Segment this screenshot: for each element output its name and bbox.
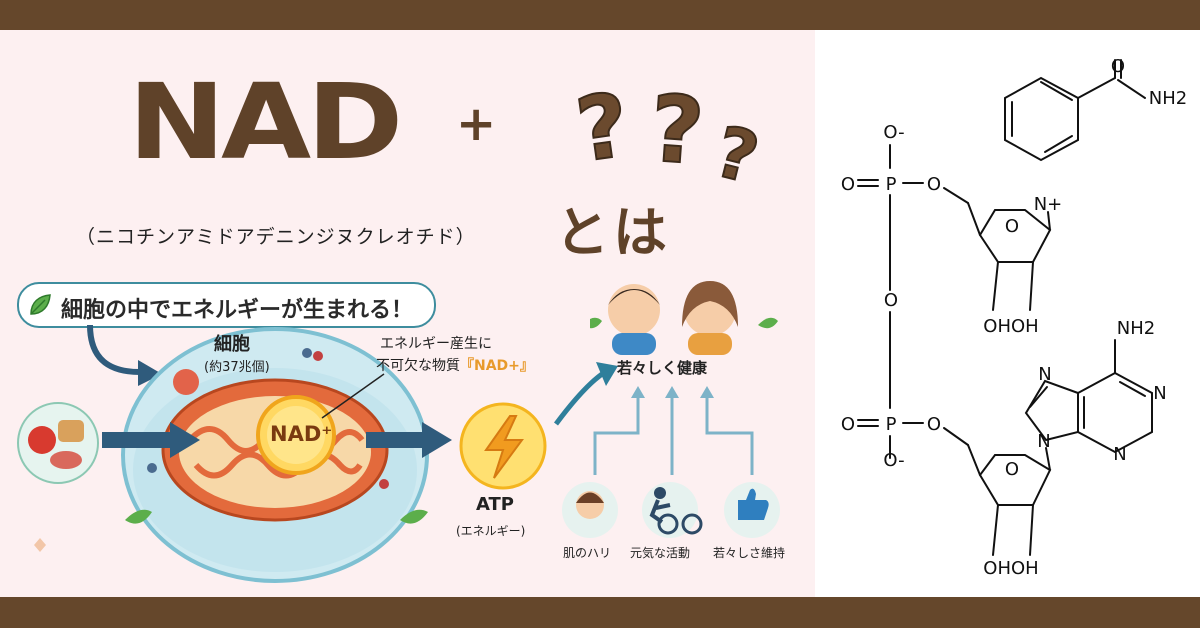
atom-nh2-amide: NH2 <box>1149 88 1187 109</box>
cell-illustration <box>17 324 780 583</box>
title-toha: とは <box>555 201 671 264</box>
atom-n1: N <box>1153 383 1166 404</box>
atom-n3: N <box>1113 444 1126 465</box>
atp-sub: (エネルギー) <box>456 524 526 538</box>
subtitle: （ニコチンアミドアデニンジヌクレオチド） <box>76 226 476 248</box>
annotation-line2: 不可欠な物質『NAD+』 <box>376 358 534 374</box>
people-illustration <box>590 281 778 355</box>
benefit-youth: 若々しさ維持 <box>713 546 786 560</box>
atom-o-lower-ester: O <box>927 414 941 435</box>
atom-o-amide: O <box>1111 56 1125 77</box>
atom-p-lower: P <box>886 414 897 435</box>
svg-text:?: ? <box>707 110 766 199</box>
atom-o-ribose-upper: O <box>1005 216 1019 237</box>
atom-ohoh-upper: OHOH <box>983 316 1038 337</box>
benefit-active: 元気な活動 <box>630 546 691 560</box>
atom-n-plus: N+ <box>1034 194 1063 215</box>
atp-label: ATP <box>476 494 515 515</box>
svg-text:?: ? <box>570 82 635 182</box>
atom-nh2-adenine: NH2 <box>1117 318 1155 339</box>
atom-o-minus-upper: O- <box>883 122 904 143</box>
atom-n7: N <box>1038 364 1051 385</box>
leaf-icon <box>30 294 51 315</box>
atom-o-minus-lower: O- <box>883 450 904 471</box>
question-marks-icon: ? ? ? <box>570 82 767 201</box>
atom-p-upper: P <box>886 174 897 195</box>
atom-o-upper-double: O <box>841 174 855 195</box>
atom-o-upper-ester: O <box>927 174 941 195</box>
svg-text:?: ? <box>646 82 707 186</box>
atom-o-lower-double: O <box>841 414 855 435</box>
atom-o-bridge: O <box>884 290 898 311</box>
callout-text: 細胞の中でエネルギーが生まれる！ <box>61 298 414 323</box>
cell-count: (約37兆個) <box>204 360 270 375</box>
annotation-leader-line <box>321 373 385 419</box>
result-label: 若々しく健康 <box>617 359 708 377</box>
nad-structure-diagram: O- O P O O O P O O- O O N+ O NH2 OHOH OH… <box>841 56 1187 579</box>
nad-core-label: NAD⁺ <box>270 422 333 446</box>
callout-pill: 細胞の中でエネルギーが生まれる！ <box>17 282 436 328</box>
atom-ohoh-lower: OHOH <box>983 558 1038 579</box>
top-band <box>0 0 1200 30</box>
atom-o-ribose-lower: O <box>1005 459 1019 480</box>
cell-label: 細胞 <box>214 334 250 355</box>
bottom-band <box>0 597 1200 628</box>
benefit-skin: 肌のハリ <box>563 546 612 560</box>
atom-n9: N <box>1037 431 1050 452</box>
title-superscript: + <box>456 96 497 152</box>
title-nad: NAD <box>128 61 403 183</box>
annotation-line1: エネルギー産生に <box>380 336 492 352</box>
